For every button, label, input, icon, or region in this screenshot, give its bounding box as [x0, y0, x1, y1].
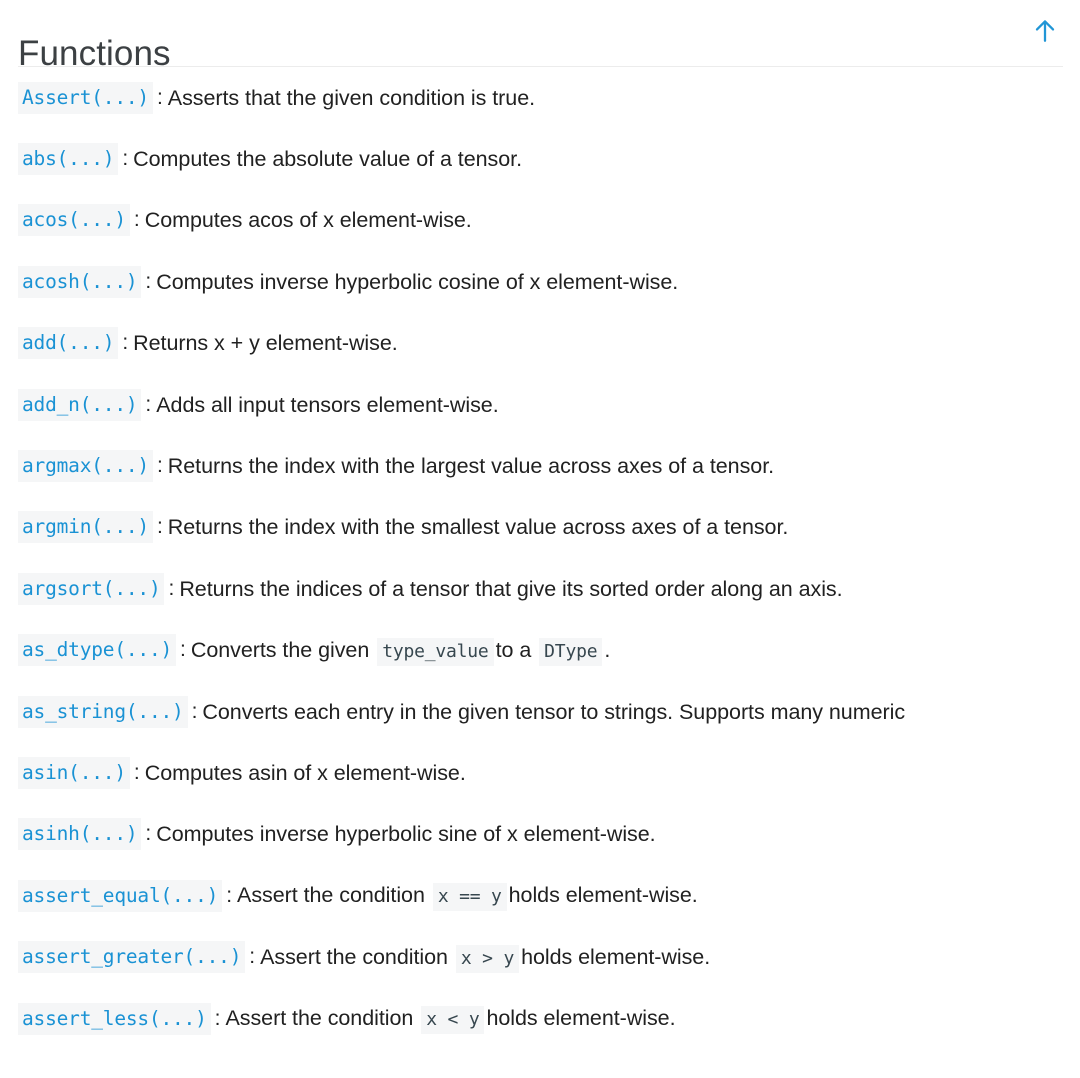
description-text: holds element-wise. [486, 1006, 676, 1031]
function-list-item: argmin(...):Returns the index with the s… [0, 497, 1080, 558]
function-link[interactable]: Assert(...) [18, 81, 153, 114]
function-link[interactable]: asinh(...) [18, 818, 142, 851]
function-separator: : [168, 576, 175, 600]
function-link[interactable]: assert_less(...) [18, 1002, 211, 1035]
description-text: Adds all input tensors element-wise. [156, 392, 499, 417]
function-description: Computes the absolute value of a tensor. [133, 144, 522, 174]
function-description: Asserts that the given condition is true… [168, 83, 535, 113]
function-link[interactable]: add(...) [18, 327, 119, 360]
function-link[interactable]: acosh(...) [18, 265, 142, 298]
function-link[interactable]: add_n(...) [18, 388, 142, 421]
function-list-item: as_string(...):Converts each entry in th… [0, 681, 1080, 742]
function-list-item: acosh(...):Computes inverse hyperbolic c… [0, 251, 1080, 312]
function-description: Returns the index with the largest value… [168, 451, 774, 481]
description-text: Computes the absolute value of a tensor. [133, 147, 523, 172]
inline-code: DType [539, 637, 603, 666]
function-separator: : [145, 392, 152, 416]
function-description: Computes asin of x element-wise. [145, 758, 466, 788]
function-separator: : [156, 515, 163, 539]
description-text: Asserts that the given condition is true… [167, 85, 536, 110]
function-link[interactable]: argmax(...) [18, 450, 153, 483]
page-header: Functions [0, 0, 1080, 73]
description-text: Assert the condition [225, 1006, 414, 1031]
description-text: Converts the given [190, 637, 370, 662]
description-text: to a [495, 637, 532, 662]
function-link[interactable]: as_string(...) [18, 695, 188, 728]
description-text: . [604, 637, 611, 662]
function-list-item: assert_less(...):Assert the condition x … [0, 988, 1080, 1049]
function-link[interactable]: abs(...) [18, 143, 119, 176]
function-list-item: abs(...):Computes the absolute value of … [0, 128, 1080, 189]
function-separator: : [249, 945, 256, 969]
function-separator: : [156, 454, 163, 478]
function-description: Computes acos of x element-wise. [145, 205, 472, 235]
description-text: holds element-wise. [521, 944, 711, 969]
description-text: Computes acos of x element-wise. [144, 208, 472, 233]
function-list-item: asinh(...):Computes inverse hyperbolic s… [0, 804, 1080, 865]
function-description: Returns the indices of a tensor that giv… [179, 574, 842, 604]
function-link[interactable]: argmin(...) [18, 511, 153, 544]
function-separator: : [214, 1006, 221, 1030]
description-text: Returns the index with the largest value… [167, 454, 775, 479]
function-separator: : [133, 760, 140, 784]
description-text: Computes asin of x element-wise. [144, 760, 466, 785]
function-list-item: assert_greater(...):Assert the condition… [0, 926, 1080, 987]
function-separator: : [145, 269, 152, 293]
function-description: Computes inverse hyperbolic cosine of x … [156, 267, 678, 297]
description-text: Returns x + y element-wise. [133, 331, 398, 356]
function-list-item: asin(...):Computes asin of x element-wis… [0, 742, 1080, 803]
description-text: Computes inverse hyperbolic cosine of x … [156, 269, 679, 294]
function-list-item: argsort(...):Returns the indices of a te… [0, 558, 1080, 619]
function-list-item: argmax(...):Returns the index with the l… [0, 435, 1080, 496]
function-separator: : [145, 822, 152, 846]
function-separator: : [133, 208, 140, 232]
function-list-item: acos(...):Computes acos of x element-wis… [0, 190, 1080, 251]
description-text: Returns the indices of a tensor that giv… [179, 576, 843, 601]
inline-code: type_value [377, 637, 494, 666]
arrow-up-icon[interactable] [1028, 14, 1062, 48]
function-list-item: as_dtype(...):Converts the given type_va… [0, 620, 1080, 681]
function-link[interactable]: acos(...) [18, 204, 130, 237]
function-separator: : [156, 85, 163, 109]
function-description: Adds all input tensors element-wise. [156, 390, 498, 420]
function-description: Converts each entry in the given tensor … [202, 697, 905, 727]
function-list-item: add_n(...):Adds all input tensors elemen… [0, 374, 1080, 435]
inline-code: x > y [455, 944, 520, 973]
function-description: Returns x + y element-wise. [133, 328, 398, 358]
function-list-item: add(...):Returns x + y element-wise. [0, 313, 1080, 374]
description-text: Converts each entry in the given tensor … [202, 699, 906, 724]
inline-code: x < y [421, 1006, 485, 1035]
inline-code: x == y [432, 883, 507, 912]
title-divider [18, 66, 1063, 67]
description-text: holds element-wise. [508, 883, 698, 908]
function-separator: : [122, 147, 129, 171]
function-link[interactable]: assert_equal(...) [18, 879, 223, 912]
description-text: Assert the condition [260, 944, 448, 969]
function-list-item: Assert(...):Asserts that the given condi… [0, 67, 1080, 128]
description-text: Assert the condition [237, 883, 425, 908]
function-description: Computes inverse hyperbolic sine of x el… [156, 819, 655, 849]
function-link[interactable]: as_dtype(...) [18, 634, 177, 667]
function-separator: : [122, 331, 129, 355]
function-description: Returns the index with the smallest valu… [168, 512, 789, 542]
description-text: Computes inverse hyperbolic sine of x el… [156, 822, 656, 847]
function-list: Assert(...):Asserts that the given condi… [0, 67, 1080, 1078]
function-link[interactable]: assert_greater(...) [18, 941, 246, 974]
function-list-item: assert_equal(...):Assert the condition x… [0, 865, 1080, 926]
function-link[interactable]: argsort(...) [18, 572, 165, 605]
function-separator: : [180, 638, 186, 662]
description-text: Returns the index with the smallest valu… [167, 515, 789, 540]
function-link[interactable]: asin(...) [18, 756, 130, 789]
function-separator: : [191, 699, 198, 723]
function-separator: : [226, 883, 233, 907]
